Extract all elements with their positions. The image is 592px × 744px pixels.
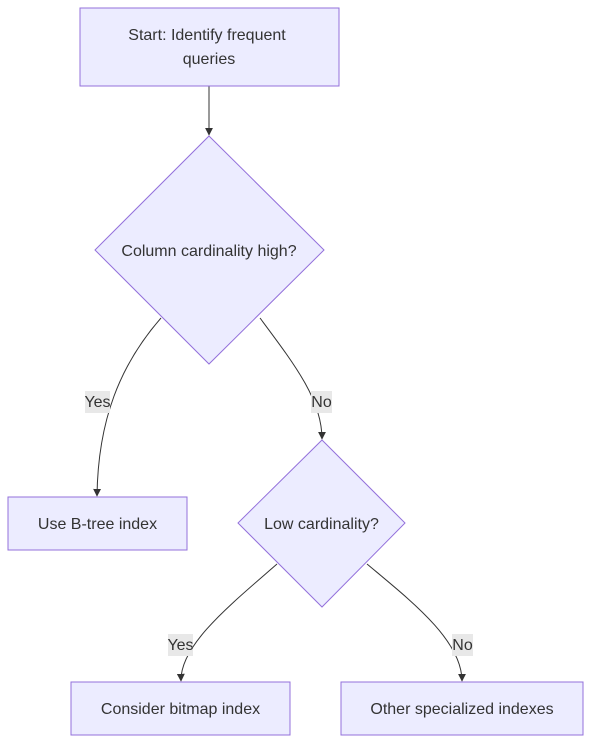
node-start-line2: queries bbox=[183, 51, 235, 68]
node-btree-label: Use B-tree index bbox=[38, 516, 157, 533]
node-low-cardinality-label: Low cardinality? bbox=[264, 516, 379, 533]
edge-label-high-yes: Yes bbox=[84, 391, 111, 413]
edge-label-text: No bbox=[311, 394, 332, 411]
edge-label-low-yes: Yes bbox=[167, 634, 194, 656]
edge-low-cardinality-no bbox=[366, 563, 466, 682]
node-bitmap: Consider bitmap index bbox=[70, 681, 291, 736]
edge-cardinality-high-yes bbox=[93, 317, 162, 497]
node-start-line1: Start: Identify frequent bbox=[128, 27, 286, 44]
node-start: Start: Identify frequent queries bbox=[79, 7, 340, 87]
edge-low-cardinality-yes bbox=[176, 563, 278, 682]
edge-label-text: Yes bbox=[84, 394, 110, 411]
edge-label-text: No bbox=[452, 637, 473, 654]
node-other-label: Other specialized indexes bbox=[370, 701, 553, 718]
node-low-cardinality: Low cardinality? bbox=[237, 439, 406, 608]
edge-label-low-no: No bbox=[452, 634, 473, 656]
edge-label-text: Yes bbox=[167, 637, 193, 654]
node-btree: Use B-tree index bbox=[7, 496, 188, 551]
node-other: Other specialized indexes bbox=[340, 681, 584, 736]
edge-label-high-no: No bbox=[311, 391, 332, 413]
node-cardinality-high-label: Column cardinality high? bbox=[121, 243, 296, 260]
node-bitmap-label: Consider bitmap index bbox=[101, 701, 260, 718]
edges bbox=[93, 86, 466, 682]
node-cardinality-high: Column cardinality high? bbox=[94, 135, 325, 365]
edge-cardinality-high-no bbox=[259, 317, 326, 440]
